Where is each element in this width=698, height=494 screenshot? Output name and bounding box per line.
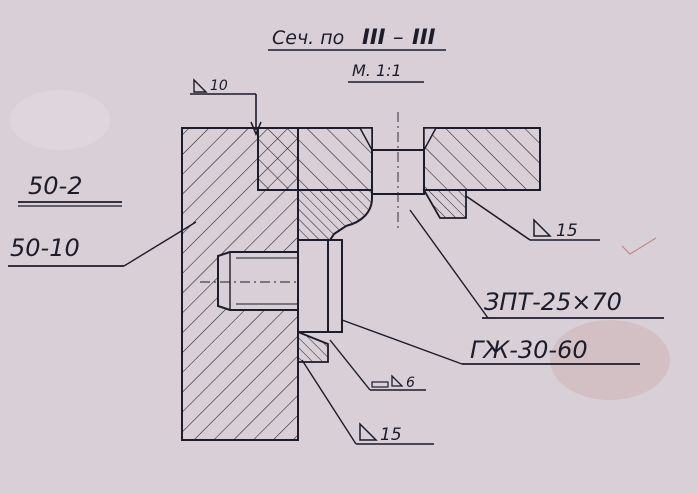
weld-right-size: 15	[556, 221, 578, 241]
weld-bottom-size: 15	[380, 425, 402, 445]
check-mark-icon	[621, 237, 657, 255]
top-plate-left-part	[257, 127, 373, 191]
top-plate-right-part	[423, 127, 541, 191]
material-top: 50-2	[28, 172, 82, 200]
fillet-weld-right	[422, 189, 467, 219]
spec-callout: ЗПТ-25×70 ГЖ-30-60	[341, 209, 664, 365]
section-id-left: III	[362, 25, 386, 49]
paper-crease	[10, 90, 110, 150]
section-dash: –	[393, 25, 404, 49]
collar	[297, 239, 329, 333]
section-prefix: Сеч. по	[272, 27, 344, 49]
material-bottom: 50-10	[10, 234, 80, 262]
triangle-weld-icon	[359, 422, 378, 441]
weld-mark-top: 10	[190, 78, 262, 137]
triangle-weld-icon	[193, 78, 208, 93]
weld-mark-right: 15	[465, 195, 600, 241]
scale-label: М. 1:1	[352, 61, 402, 80]
paper-stain	[550, 320, 670, 400]
weld-top-size: 10	[210, 78, 228, 94]
flange	[327, 239, 343, 333]
spec-1: ЗПТ-25×70	[484, 288, 622, 316]
material-callout: 50-2 50-10	[8, 172, 197, 267]
weld-small-size: 6	[406, 375, 415, 391]
fillet-weld-bottom	[297, 330, 329, 363]
section-title: Сеч. по III – III М. 1:1	[268, 25, 446, 83]
flat-weld-icon	[371, 381, 389, 388]
triangle-weld-icon	[533, 218, 552, 237]
spec-2: ГЖ-30-60	[470, 336, 588, 364]
section-id-right: III	[412, 25, 436, 49]
triangle-weld-icon	[391, 374, 404, 387]
weld-mark-bottom: 15	[301, 359, 434, 445]
weld-mark-small: 6	[329, 339, 426, 391]
